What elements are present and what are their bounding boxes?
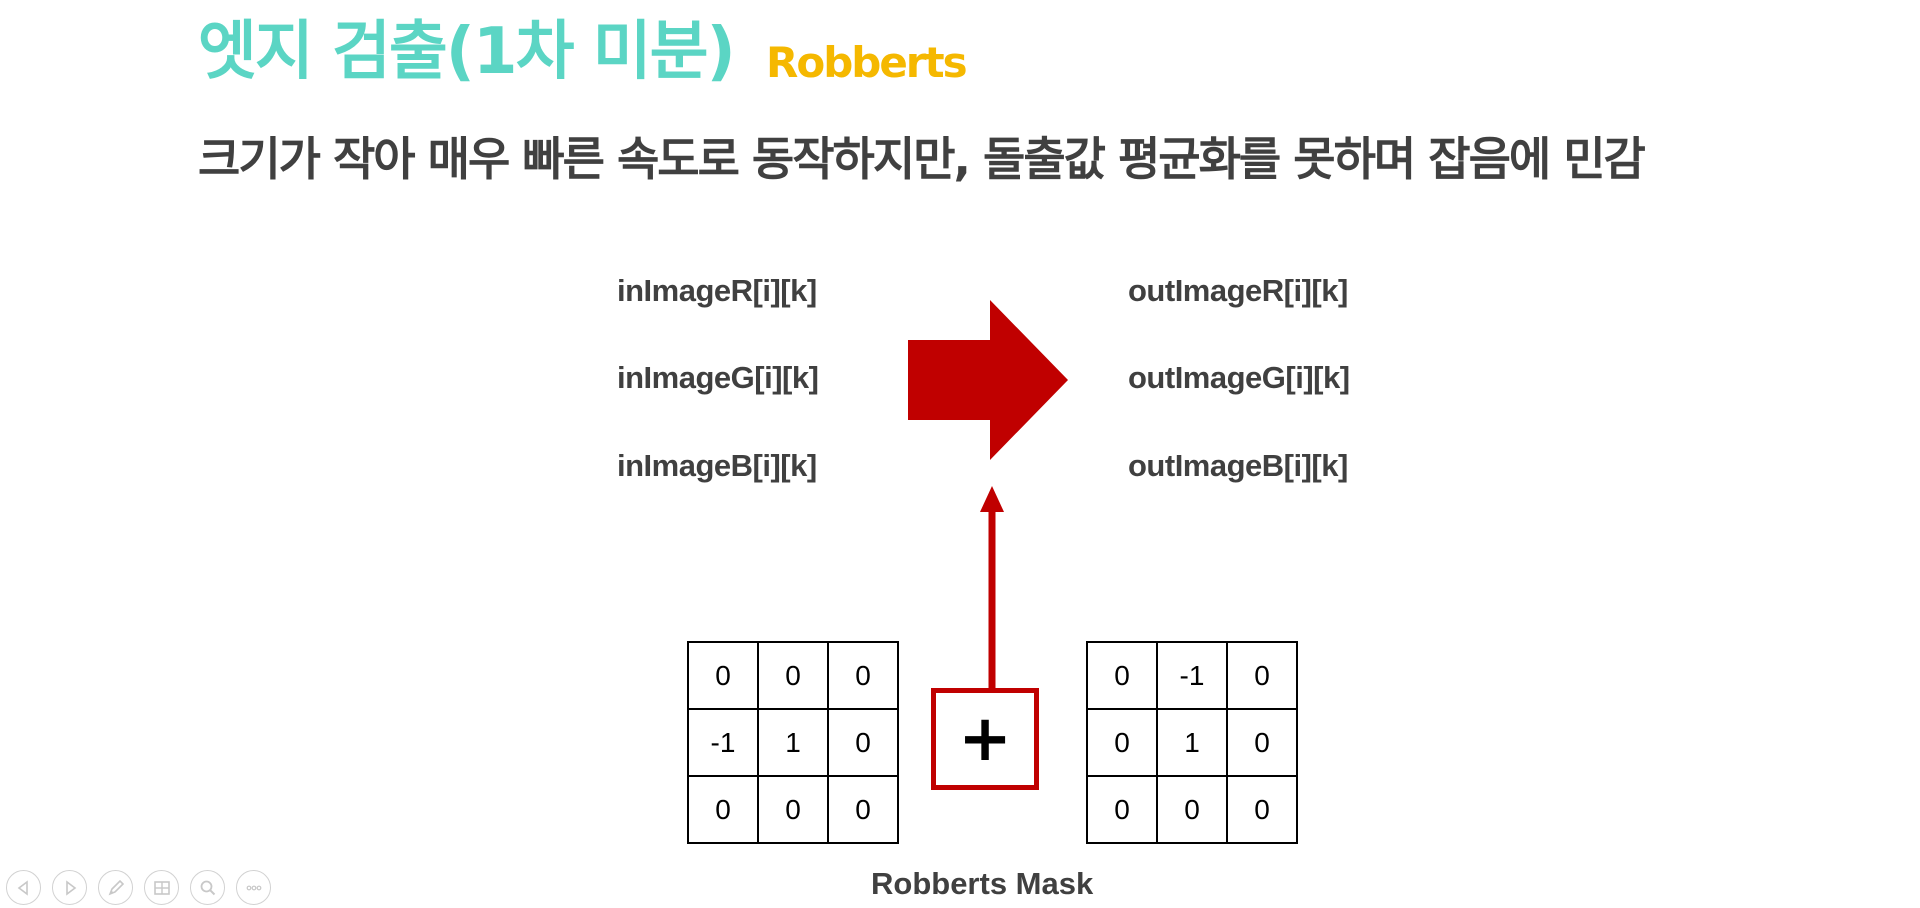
next-slide-button[interactable] [52, 870, 87, 905]
mask-cell: 0 [757, 641, 829, 710]
mask-cell: 0 [1086, 775, 1158, 844]
presentation-toolbar [6, 870, 271, 905]
pen-icon [108, 879, 124, 895]
output-label-b: outImageB[i][k] [1128, 448, 1348, 483]
prev-slide-button[interactable] [6, 870, 41, 905]
pen-button[interactable] [98, 870, 133, 905]
plus-symbol: + [958, 702, 1012, 776]
mask-cell: 0 [827, 641, 899, 710]
zoom-icon [200, 880, 215, 895]
slide-description: 크기가 작아 매우 빠른 속도로 동작하지만, 돌출값 평균화를 못하며 잡음에… [198, 132, 1646, 186]
input-label-b: inImageB[i][k] [617, 448, 817, 483]
mask-cell: 1 [757, 708, 829, 777]
output-label-r: outImageR[i][k] [1128, 273, 1348, 308]
mask-caption: Robberts Mask [871, 866, 1094, 901]
mask-cell: -1 [687, 708, 759, 777]
zoom-button[interactable] [190, 870, 225, 905]
mask-cell: 0 [687, 641, 759, 710]
input-label-g: inImageG[i][k] [617, 360, 819, 395]
mask-cell: 0 [1086, 641, 1158, 710]
slides-grid-button[interactable] [144, 870, 179, 905]
next-slide-icon [65, 879, 76, 896]
slides-grid-icon [153, 880, 170, 895]
more-options-icon [246, 885, 261, 890]
slide-title: 엣지 검출(1차 미분) [198, 15, 736, 89]
mask-cell: 0 [1226, 641, 1298, 710]
mask-cell: 0 [757, 775, 829, 844]
slide-title-method: Robberts [766, 38, 968, 87]
mask-cell: 1 [1156, 708, 1228, 777]
mask-cell: 0 [827, 708, 899, 777]
mask-cell: 0 [1226, 708, 1298, 777]
mask-cell: 0 [687, 775, 759, 844]
mask-cell: 0 [1086, 708, 1158, 777]
operator-box: + [931, 688, 1039, 790]
process-arrow [908, 300, 1068, 460]
more-options-button[interactable] [236, 870, 271, 905]
output-label-g: outImageG[i][k] [1128, 360, 1350, 395]
mask-cell: 0 [1156, 775, 1228, 844]
mask-cell: 0 [1226, 775, 1298, 844]
mask-flow-arrowhead [980, 486, 1004, 512]
prev-slide-icon [17, 879, 28, 896]
mask-cell: 0 [827, 775, 899, 844]
mask-cell: -1 [1156, 641, 1228, 710]
input-label-r: inImageR[i][k] [617, 273, 817, 308]
